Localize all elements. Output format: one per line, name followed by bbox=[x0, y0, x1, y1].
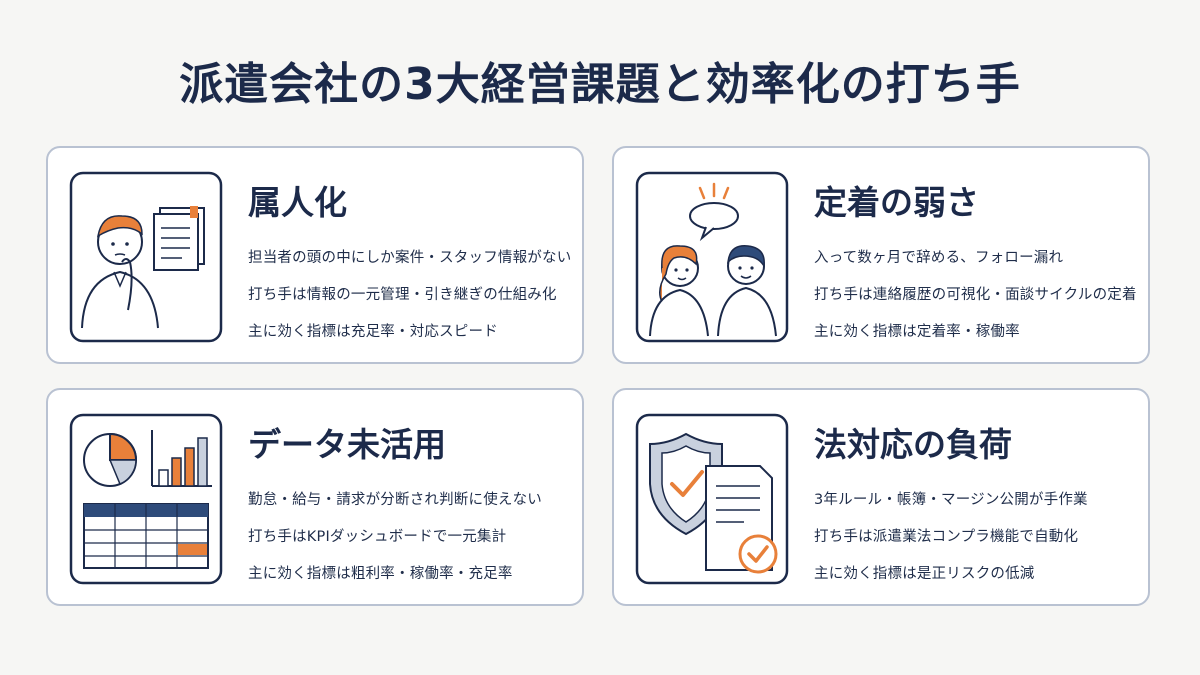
page-title: 派遣会社の3大経営課題と効率化の打ち手 bbox=[179, 59, 1021, 110]
card-solution-text: 打ち手は派遣業法コンプラ機能で自動化 bbox=[814, 529, 1079, 545]
issue-card-personalization: 属人化 担当者の頭の中にしか案件・スタッフ情報がない 打ち手は情報の一元管理・引… bbox=[46, 146, 584, 364]
card-metric-text: 主に効く指標は粗利率・稼働率・充足率 bbox=[248, 566, 513, 582]
issue-card-data-unused: データ未活用 勤怠・給与・請求が分断され判断に使えない 打ち手はKPIダッシュボ… bbox=[46, 388, 584, 606]
card-heading: 属人化 bbox=[248, 183, 347, 222]
card-heading: 法対応の負荷 bbox=[814, 425, 1012, 464]
confused-person-with-documents-icon bbox=[68, 170, 224, 344]
card-problem-text: 3年ルール・帳簿・マージン公開が手作業 bbox=[814, 492, 1088, 508]
card-metric-text: 主に効く指標は是正リスクの低減 bbox=[814, 566, 1035, 582]
card-metric-text: 主に効く指標は充足率・対応スピード bbox=[248, 324, 498, 340]
card-problem-text: 担当者の頭の中にしか案件・スタッフ情報がない bbox=[248, 250, 572, 266]
two-people-conversation-icon bbox=[634, 170, 790, 344]
card-solution-text: 打ち手は情報の一元管理・引き継ぎの仕組み化 bbox=[248, 287, 557, 303]
card-metric-text: 主に効く指標は定着率・稼働率 bbox=[814, 324, 1020, 340]
card-solution-text: 打ち手は連絡履歴の可視化・面談サイクルの定着 bbox=[814, 287, 1137, 303]
issue-card-retention: 定着の弱さ 入って数ヶ月で辞める、フォロー漏れ 打ち手は連絡履歴の可視化・面談サ… bbox=[612, 146, 1150, 364]
card-heading: データ未活用 bbox=[248, 425, 446, 464]
issue-card-legal-compliance: 法対応の負荷 3年ルール・帳簿・マージン公開が手作業 打ち手は派遣業法コンプラ機… bbox=[612, 388, 1150, 606]
charts-and-spreadsheet-icon bbox=[68, 412, 224, 586]
card-solution-text: 打ち手はKPIダッシュボードで一元集計 bbox=[248, 529, 507, 545]
card-problem-text: 入って数ヶ月で辞める、フォロー漏れ bbox=[814, 250, 1064, 266]
card-heading: 定着の弱さ bbox=[814, 183, 979, 222]
card-problem-text: 勤怠・給与・請求が分断され判断に使えない bbox=[248, 492, 542, 508]
shield-and-checked-document-icon bbox=[634, 412, 790, 586]
